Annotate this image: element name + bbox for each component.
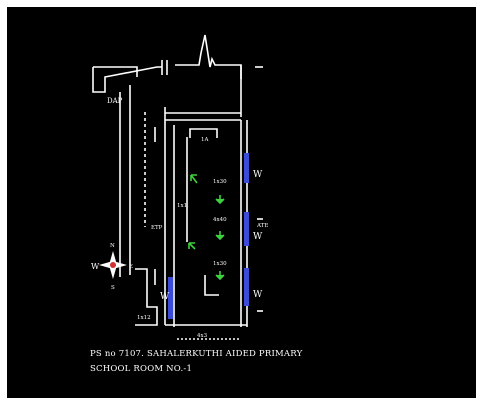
window-right-1 (244, 153, 249, 183)
label-dap: DAP (107, 97, 123, 105)
wall-top-corridor (93, 66, 138, 77)
window-right-2 (244, 212, 249, 246)
label-room-left-2: ETP (151, 225, 163, 231)
label-bottom-small: 1x12 (137, 315, 151, 321)
wall-top-left (92, 66, 162, 93)
label-box: 1A (201, 137, 209, 143)
label-center-2: 4x40 (213, 217, 227, 223)
label-center-1: 1x30 (213, 179, 227, 185)
arrow-icon (215, 231, 225, 241)
floor-plan-drawing: DAP W W W W 1A 1x30 4x40 1x30 1x1 ETP 4x… (91, 34, 268, 340)
caption-line-1: PS no 7107. SAHALERKUTHI AIDED PRIMARY (90, 349, 303, 359)
label-right-mark: ATE (256, 223, 268, 229)
window-left (168, 277, 173, 319)
wall-small-room (135, 268, 158, 326)
compass-e: E (129, 264, 133, 270)
compass-w: W (91, 262, 100, 271)
inner-box (189, 128, 218, 138)
window-right-3 (244, 268, 249, 306)
wall-top (175, 34, 242, 79)
arrow-icon (215, 195, 225, 205)
label-w2: W (253, 232, 263, 242)
diagram-canvas: DAP W W W W 1A 1x30 4x40 1x30 1x1 ETP 4x… (7, 7, 476, 398)
compass-s: S (111, 285, 115, 291)
arrow-icon (188, 242, 196, 250)
door-bottom (204, 275, 219, 296)
label-center-3: 1x30 (213, 261, 227, 267)
label-w3: W (253, 290, 263, 300)
compass-n: N (110, 243, 115, 249)
caption-line-2: SCHOOL ROOM NO.-1 (90, 364, 193, 374)
label-w-left: W (160, 292, 170, 302)
arrow-icon (215, 271, 225, 281)
label-room-left-1: 1x1 (177, 203, 187, 209)
label-w1: W (253, 170, 263, 180)
compass-icon (99, 251, 127, 279)
arrow-icon (190, 174, 198, 184)
label-bottom-dim: 4x3 (197, 333, 208, 339)
